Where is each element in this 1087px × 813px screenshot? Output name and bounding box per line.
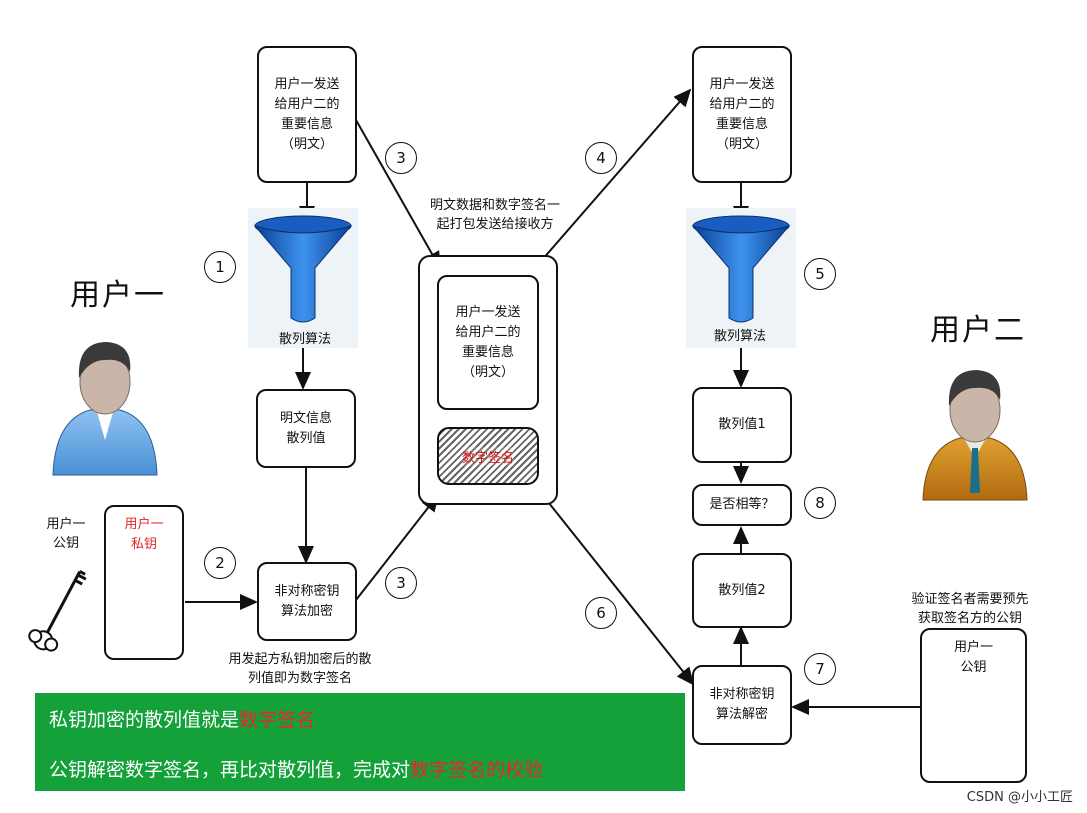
banner-line-1: 私钥加密的散列值就是数字签名 [49,705,315,732]
plaintext-box-sender: 用户一发送 给用户二的 重要信息 （明文） [257,46,357,183]
encrypt-box: 非对称密钥 算法加密 [257,562,357,641]
compare-box: 是否相等？ [692,484,792,526]
hash2-box: 散列值2 [692,553,792,628]
step-3-marker: 3 [385,142,417,174]
watermark: CSDN @小小工匠 [966,790,1073,805]
arrow-plaintext-to-package [355,119,441,270]
digital-signature-label: 数字签名 [461,446,514,466]
digital-signature-box: 数字签名 [437,427,539,485]
funnel-icon [248,208,358,348]
step-3b-marker: 3 [385,567,417,599]
summary-banner: 私钥加密的散列值就是数字签名 公钥解密数字签名，再比对散列值，完成对数字签名的校… [35,693,685,791]
user-one-public-key-label: 用户一 公钥 [46,517,86,551]
hash-algorithm-label: 散列算法 [278,332,331,347]
banner-line-2-highlight: 数字签名的校验 [410,759,544,781]
arrow-encrypt-to-package [355,493,440,601]
verifier-public-key-card: 用户一 公钥 [920,628,1027,783]
verifier-public-key-label: 用户一 公钥 [953,640,993,675]
step-7-marker: 7 [804,653,836,685]
arrow-package-to-plaintext2 [534,88,692,269]
banner-line-1-text: 私钥加密的散列值就是 [49,709,240,731]
hash-value-box: 明文信息 散列值 [256,389,356,468]
decrypt-box: 非对称密钥 算法解密 [692,665,792,745]
plaintext-box-receiver: 用户一发送 给用户二的 重要信息 （明文） [692,46,792,183]
step-2-marker: 2 [204,547,236,579]
package-caption: 明文数据和数字签名一 起打包发送给接收方 [429,198,560,232]
signature-caption: 用发起方私钥加密后的散 列值即为数字签名 [228,652,372,686]
user-one-title: 用户一 [70,278,166,313]
step-4-marker: 4 [585,142,617,174]
hash1-box: 散列值1 [692,387,792,463]
banner-line-2-text: 公钥解密数字签名，再比对散列值，完成对 [49,759,411,781]
user-one-private-key-label: 用户一 私钥 [124,517,164,552]
user-two-avatar-icon [922,370,1028,501]
banner-line-2: 公钥解密数字签名，再比对散列值，完成对数字签名的校验 [49,755,543,782]
step-5-marker: 5 [804,258,836,290]
public-key-icon [28,570,87,652]
funnel-icon [686,208,796,348]
step-6-marker: 6 [585,597,617,629]
user-one-avatar-icon [52,342,158,476]
private-key-card: 用户一 私钥 [104,505,184,660]
step-8-marker: 8 [804,487,836,519]
plaintext-box-package: 用户一发送 给用户二的 重要信息 （明文） [437,275,539,410]
step-1-marker: 1 [204,251,236,283]
user-two-title: 用户二 [930,313,1026,348]
verify-caption: 验证签名者需要预先 获取签名方的公钥 [911,592,1029,626]
hash-algorithm-label-receiver: 散列算法 [713,329,766,344]
banner-line-1-highlight: 数字签名 [239,709,316,731]
arrow-package-to-decrypt [536,487,695,686]
